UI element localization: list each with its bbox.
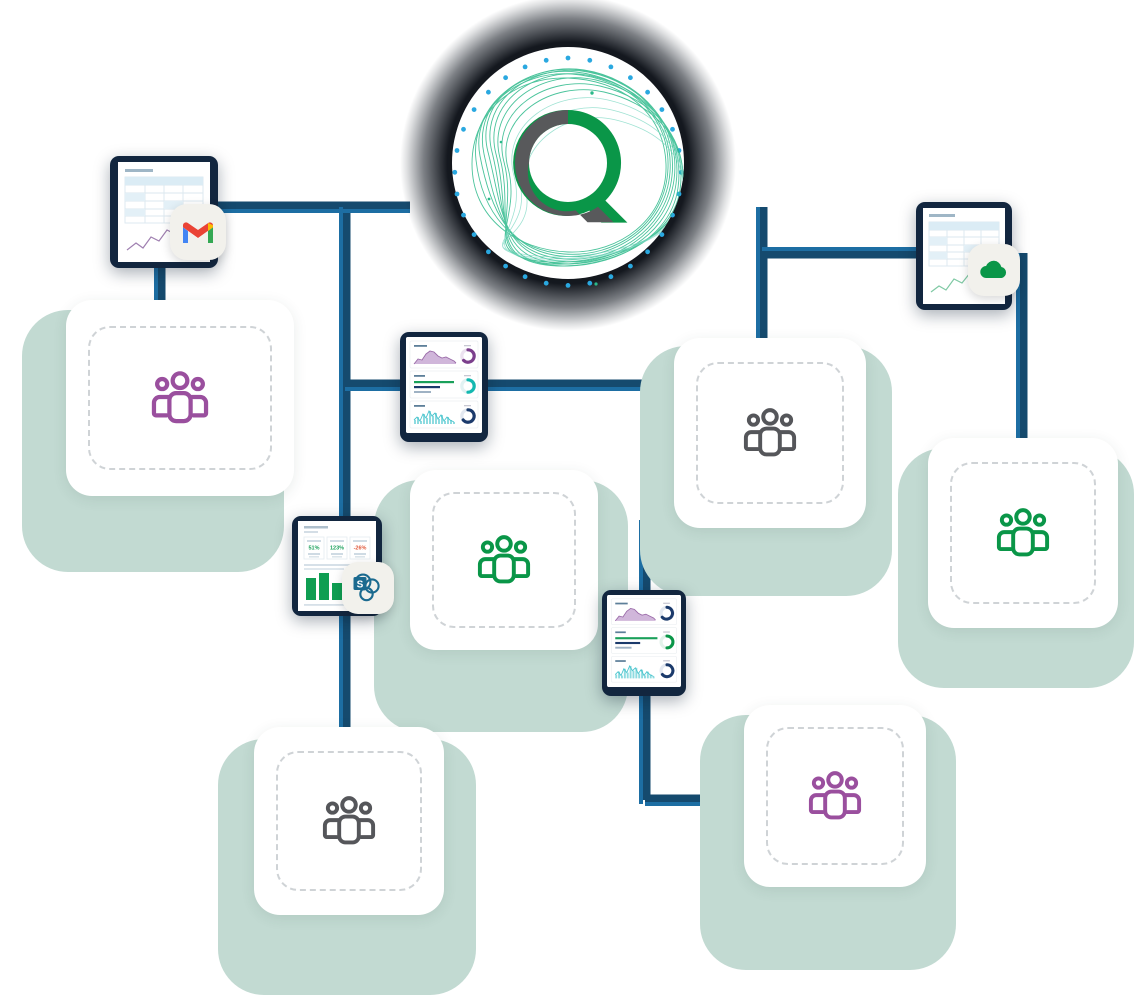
group-node-5-card[interactable] xyxy=(254,727,444,915)
group-node-6-dropzone xyxy=(766,727,904,865)
spark-chart-row xyxy=(409,400,479,429)
group-node-2[interactable] xyxy=(374,470,636,732)
dashboard-sheet xyxy=(406,337,482,433)
cloud-spreadsheet-doc[interactable] xyxy=(916,202,1020,310)
people-group-icon xyxy=(743,408,797,457)
svg-text:S: S xyxy=(357,580,364,591)
group-node-6-card[interactable] xyxy=(744,705,926,887)
group-node-3-card[interactable] xyxy=(674,338,866,528)
gmail-badge[interactable] xyxy=(170,204,226,260)
people-group-icon xyxy=(996,508,1050,557)
people-group-icon xyxy=(322,796,376,845)
dashboard-card-bottom[interactable] xyxy=(602,590,686,696)
svg-text:-26%: -26% xyxy=(354,546,367,552)
people-group-icon xyxy=(151,371,209,424)
group-node-4-dropzone xyxy=(950,462,1096,604)
magnifier-icon xyxy=(513,109,628,223)
hub-swirl-dots xyxy=(487,91,598,286)
group-node-2-dropzone xyxy=(432,492,576,628)
cloud-badge[interactable] xyxy=(968,244,1020,296)
group-node-4-card[interactable] xyxy=(928,438,1118,628)
sharepoint-icon: S xyxy=(353,573,380,602)
group-node-1-dropzone xyxy=(88,326,272,470)
area-chart-row xyxy=(611,598,677,626)
group-node-3-dropzone xyxy=(696,362,844,504)
group-node-6[interactable] xyxy=(700,705,960,970)
svg-text:51%: 51% xyxy=(308,546,319,552)
sharepoint-report-doc[interactable]: 51% 123% -26% xyxy=(292,516,394,616)
bar-lines-row xyxy=(611,627,677,654)
hub-swirl-lines xyxy=(471,68,684,267)
group-node-1-card[interactable] xyxy=(66,300,294,496)
bar-lines-row xyxy=(409,370,479,399)
group-node-5[interactable] xyxy=(218,727,480,995)
group-node-3[interactable] xyxy=(640,338,898,596)
gmail-spreadsheet-doc[interactable] xyxy=(110,156,226,268)
hub-disc xyxy=(452,47,684,279)
group-node-5-dropzone xyxy=(276,751,422,891)
group-node-4[interactable] xyxy=(898,438,1138,688)
cloud-icon xyxy=(980,260,1007,279)
group-node-1[interactable] xyxy=(22,300,294,572)
dashboard-graphic xyxy=(406,337,482,433)
gmail-icon xyxy=(183,222,213,243)
sharepoint-badge[interactable]: S xyxy=(342,562,394,614)
dashboard-sheet xyxy=(607,595,681,687)
dashboard-graphic xyxy=(607,595,681,687)
area-chart-row xyxy=(409,340,479,369)
svg-text:123%: 123% xyxy=(330,546,344,552)
people-group-icon xyxy=(808,771,862,820)
people-group-icon xyxy=(477,535,531,584)
dashboard-card-top[interactable] xyxy=(400,332,488,442)
group-node-2-card[interactable] xyxy=(410,470,598,650)
spark-chart-row xyxy=(611,655,677,683)
